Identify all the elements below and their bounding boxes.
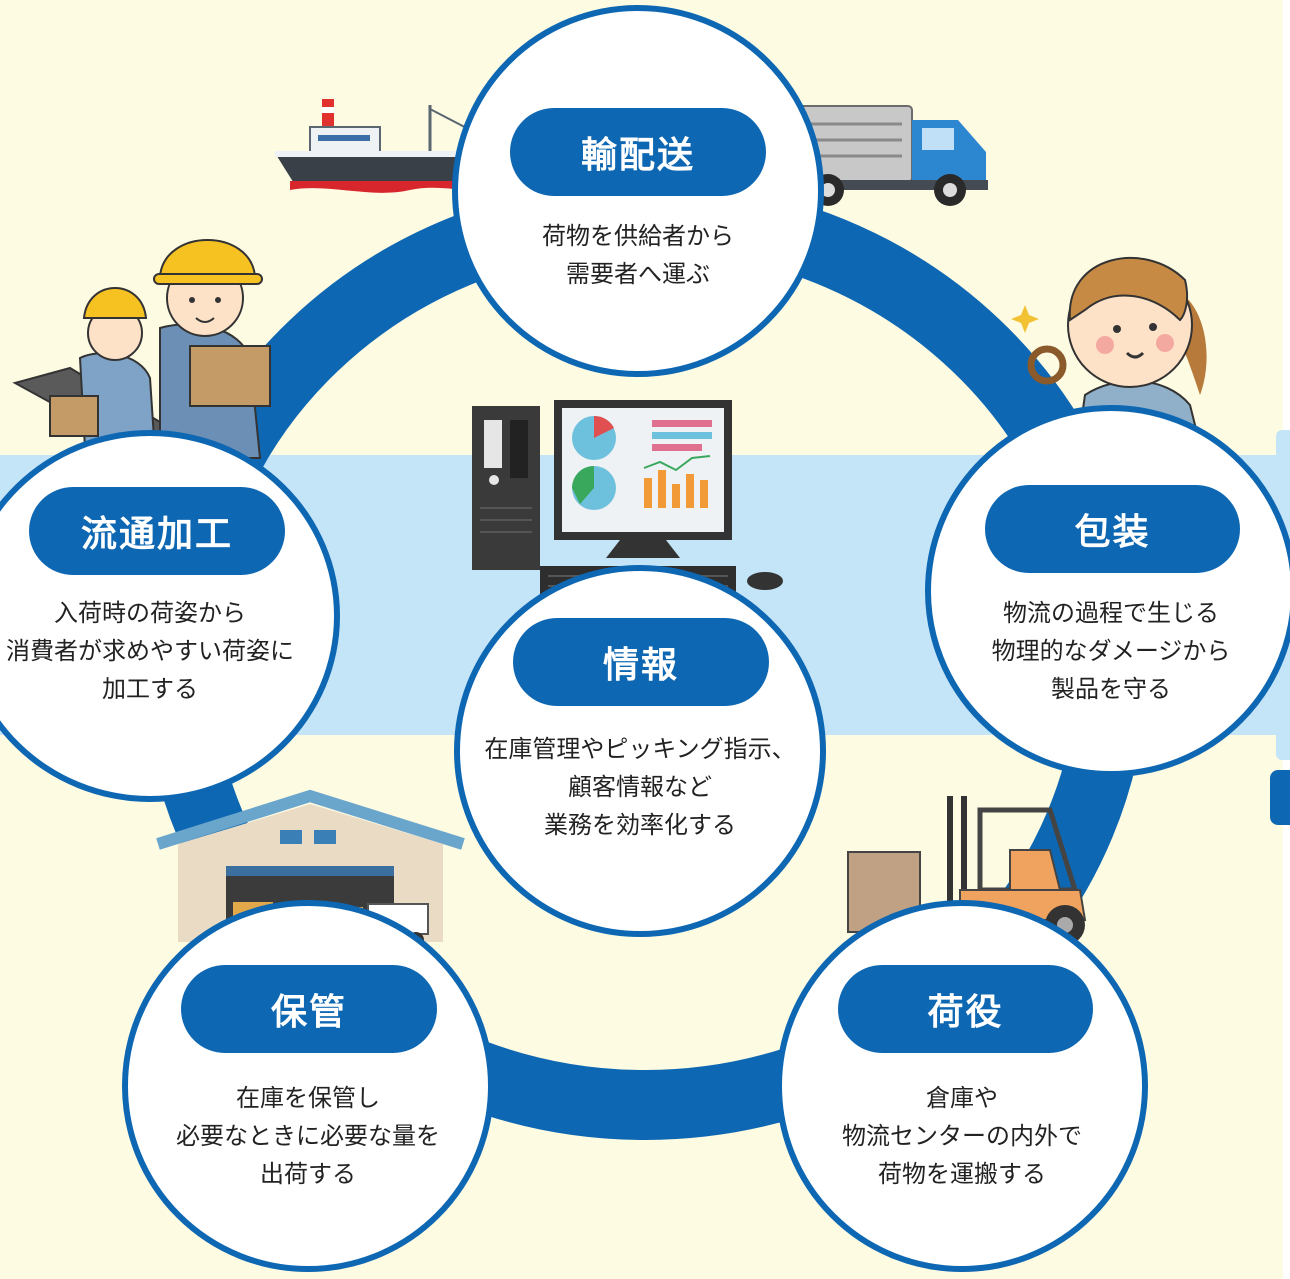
node-processing-description: 入荷時の荷姿から 消費者が求めやすい荷姿に 加工する bbox=[0, 594, 340, 708]
node-processing-title: 流通加工 bbox=[29, 487, 285, 575]
node-information-description: 在庫管理やピッキング指示、 顧客情報など 業務を効率化する bbox=[444, 730, 836, 844]
node-handling-title: 荷役 bbox=[838, 965, 1093, 1053]
description-line: 製品を守る bbox=[1051, 675, 1171, 703]
node-handling-description: 倉庫や 物流センターの内外で 荷物を運搬する bbox=[776, 1079, 1148, 1193]
description-line: 消費者が求めやすい荷姿に bbox=[6, 637, 294, 665]
node-storage bbox=[122, 900, 494, 1272]
node-transport-title: 輸配送 bbox=[510, 108, 766, 196]
right-blue-tab bbox=[1270, 770, 1290, 825]
description-line: 業務を効率化する bbox=[544, 811, 736, 839]
node-transport-description: 荷物を供給者から 需要者へ運ぶ bbox=[452, 217, 824, 293]
description-line: 需要者へ運ぶ bbox=[566, 260, 710, 288]
description-line: 物流の過程で生じる bbox=[1003, 599, 1219, 627]
node-information-title: 情報 bbox=[513, 618, 769, 706]
description-line: 出荷する bbox=[260, 1160, 356, 1188]
description-line: 加工する bbox=[102, 675, 198, 703]
processing-workers-icon bbox=[12, 239, 271, 470]
description-line: 荷物を供給者から bbox=[542, 222, 734, 250]
ship-icon bbox=[275, 99, 490, 193]
node-packaging-description: 物流の過程で生じる 物理的なダメージから 製品を守る bbox=[925, 594, 1290, 708]
description-line: 物理的なダメージから bbox=[991, 637, 1231, 665]
node-storage-title: 保管 bbox=[181, 965, 437, 1053]
node-storage-description: 在庫を保管し 必要なときに必要な量を 出荷する bbox=[122, 1079, 494, 1193]
description-line: 物流センターの内外で bbox=[842, 1122, 1082, 1150]
description-line: 入荷時の荷姿から bbox=[54, 599, 246, 627]
description-line: 在庫を保管し bbox=[236, 1084, 380, 1112]
description-line: 顧客情報など bbox=[568, 773, 712, 801]
description-line: 必要なときに必要な量を bbox=[176, 1122, 440, 1150]
node-packaging-title: 包装 bbox=[985, 485, 1240, 573]
node-handling bbox=[776, 900, 1148, 1272]
description-line: 倉庫や bbox=[926, 1084, 998, 1112]
description-line: 荷物を運搬する bbox=[878, 1160, 1046, 1188]
description-line: 在庫管理やピッキング指示、 bbox=[484, 735, 796, 763]
node-packaging bbox=[925, 405, 1290, 777]
